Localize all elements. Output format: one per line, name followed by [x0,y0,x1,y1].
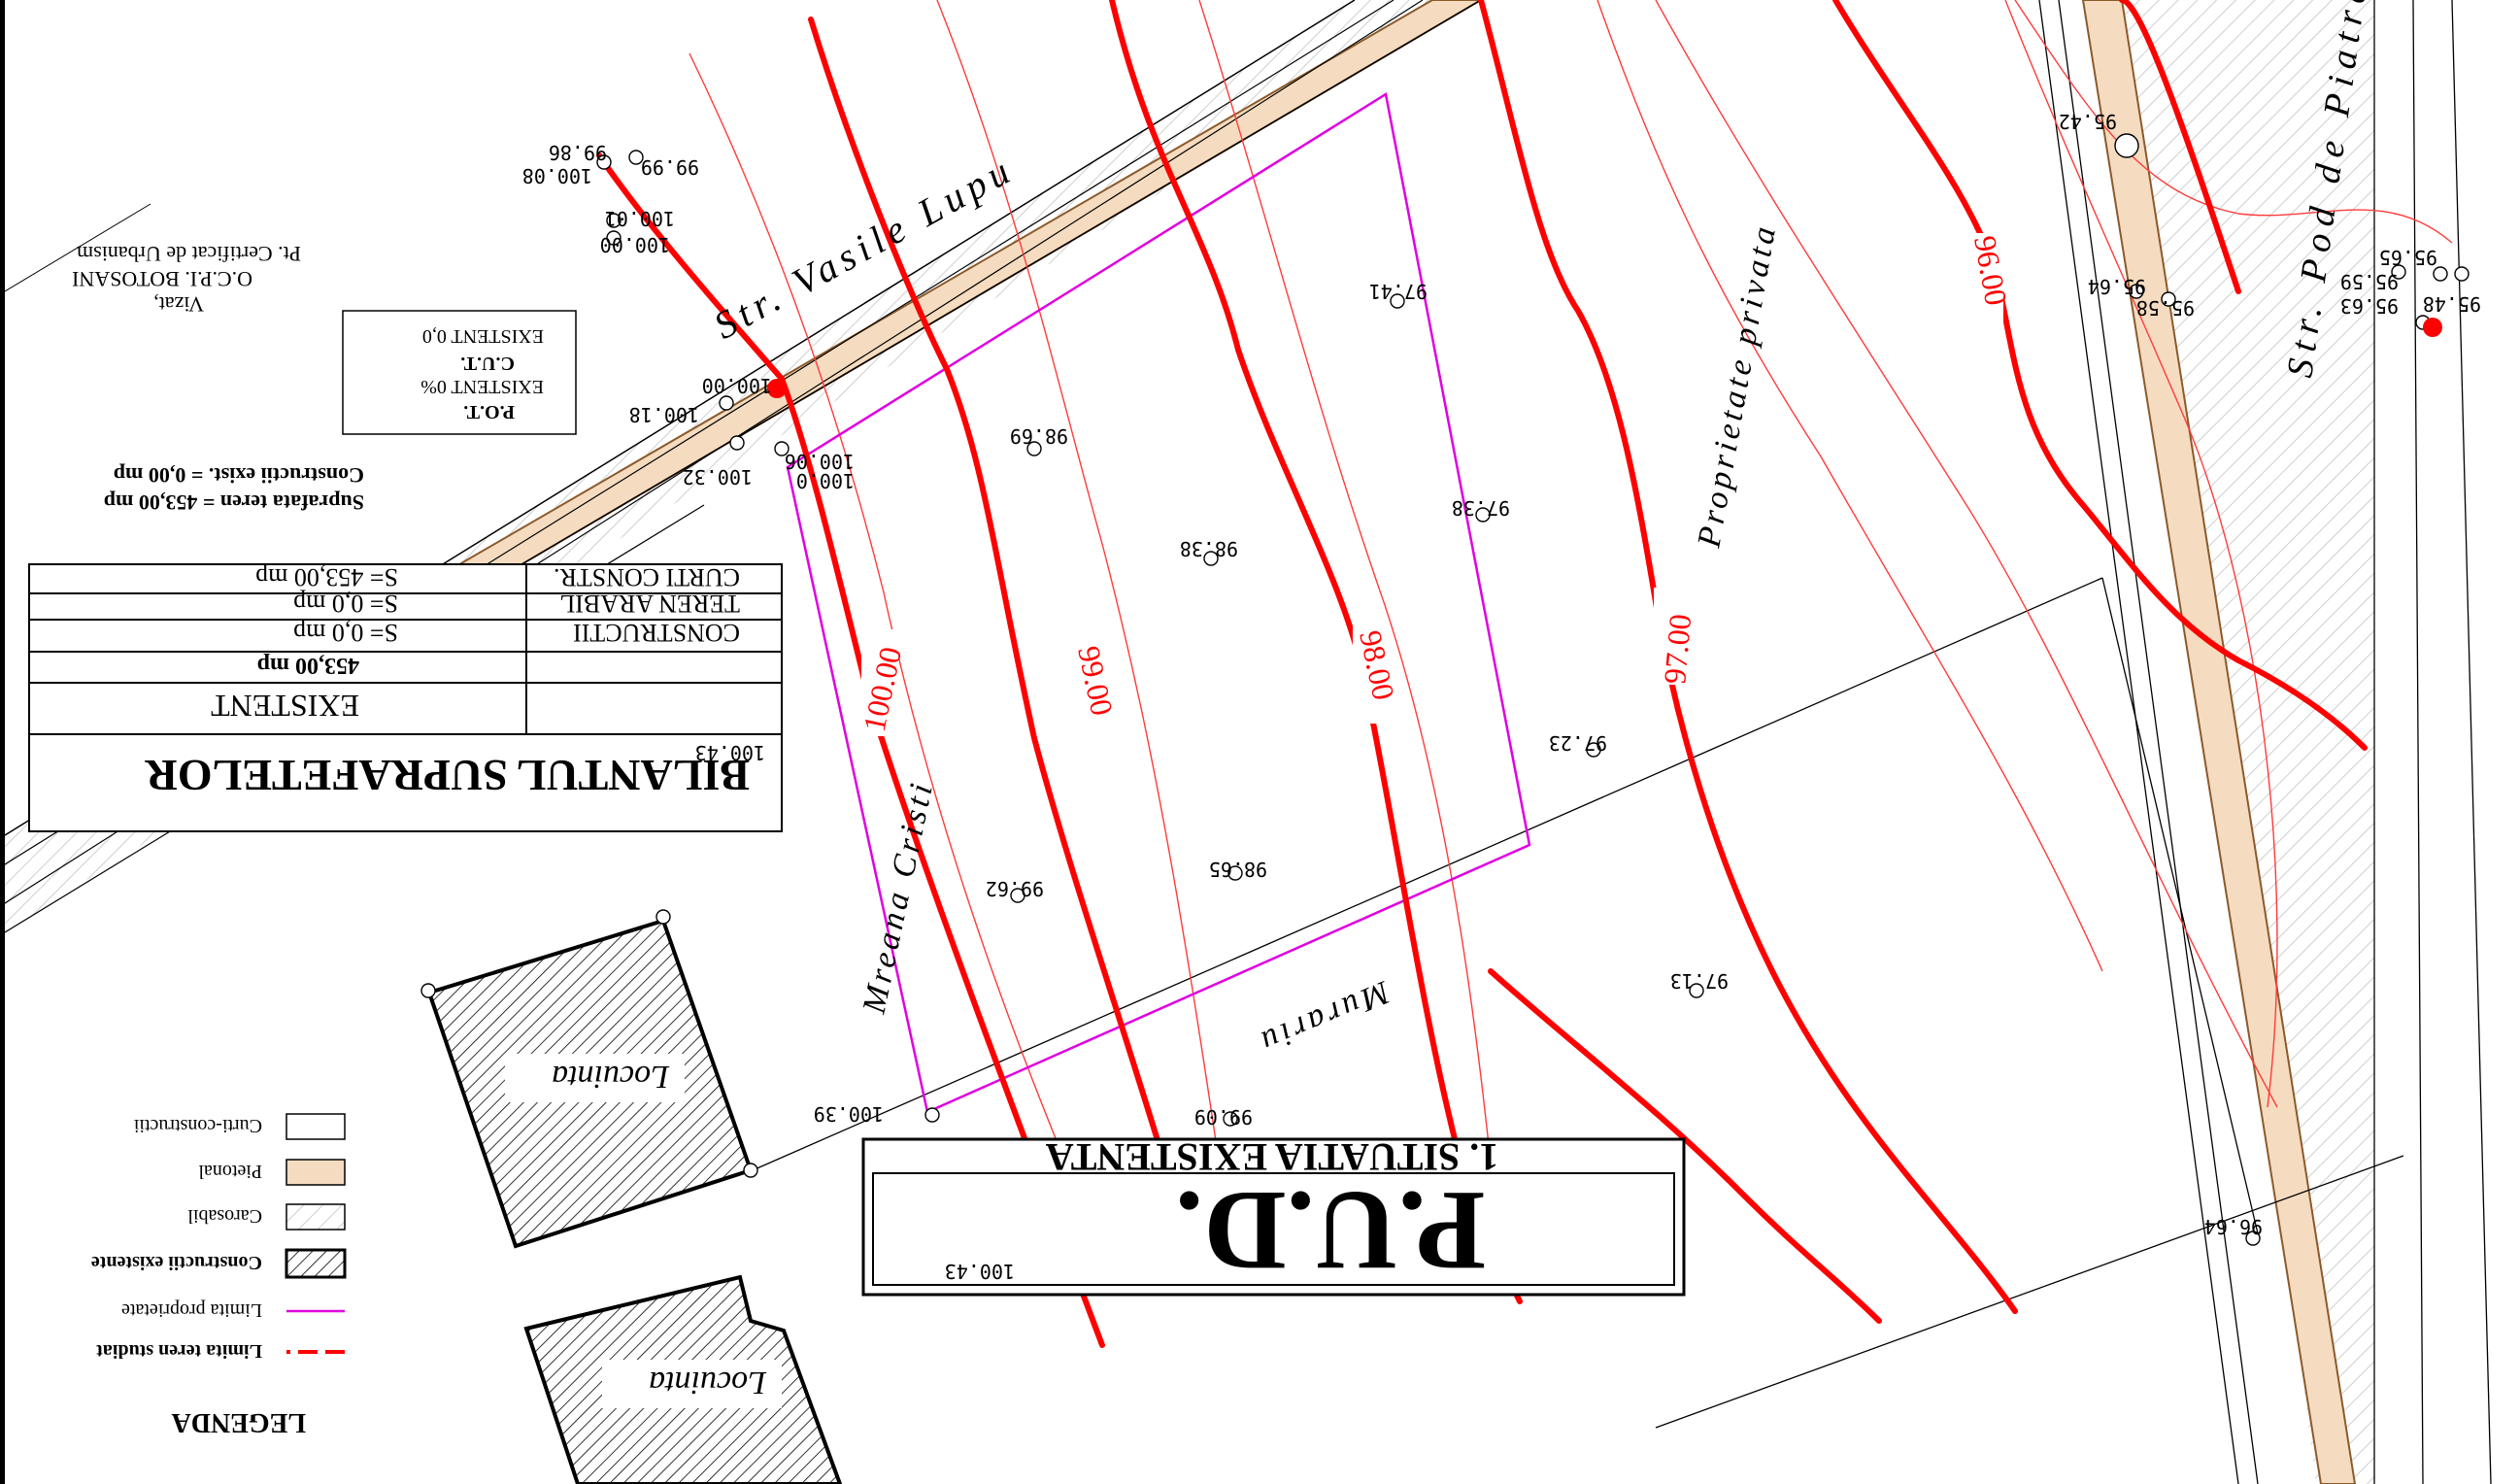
project-title: P.U.D. [1175,1167,1486,1295]
balance-row-label: TEREN ARABIL [559,590,740,618]
approval-line: Vizat, [153,292,204,317]
neighbor-label-east: Proprietate privata [1691,220,1783,551]
elevation-label: 97.23 [1549,731,1607,755]
balance-row-value: S= 453,00 mp [255,563,398,591]
balance-row-value: S= 0,0 mp [293,619,398,647]
elevation-labels: 99.86 99.99 100.08 100.01 100.00 100.00 … [522,110,2481,1283]
approval-note: Vizat, O.C.P.I. BOTOSANI Pt. Certificat … [72,242,301,317]
property-limit [786,91,1531,1114]
elevation-label: 95.63 [2340,294,2399,318]
elevation-label: 100.0 [796,469,855,492]
elevation-label: 98.65 [1209,858,1267,881]
elevation-label: 100.39 [814,1102,884,1126]
elevation-label: 95.64 [2088,275,2146,298]
balance-table: BILANTUL SUPRAFETELOR EXISTENT 453,00 mp… [28,563,783,832]
survey-points [420,133,2470,1287]
elevation-label: 99.86 [549,141,607,164]
building-labels: Locuinta Locuinta [552,1059,767,1400]
elevation-label: 98.69 [1010,424,1068,448]
plan-drawing: P.U.D. 1. SITUATIA EXISTENTA BILANTUL SU… [5,0,2492,1484]
area-teren: Suprafata teren = 453,00 mp [104,490,364,515]
neighbor-label-west: Mreana Cristi [856,777,940,1018]
balance-row-value: S= 0,0 mp [293,590,398,618]
elevation-label: 95.59 [2340,270,2399,293]
indices-box: P.O.T. EXISTENT 0% C.U.T. EXISTENT 0,0 [342,310,577,435]
elevation-label: 100.43 [945,1260,1015,1283]
area-constructii: Constructii exist. = 0,00 mp [114,463,364,488]
title-block: P.U.D. 1. SITUATIA EXISTENTA [861,1135,1686,1297]
street-pod-de-piatra [2038,0,2492,1484]
elevation-label: 100.18 [629,403,699,426]
elevation-label: 95.48 [2423,292,2481,316]
sheet-title: 1. SITUATIA EXISTENTA [1046,1135,1499,1179]
hydrant-markers [767,318,2442,398]
pot-label: P.O.T. [463,401,515,422]
existing-buildings [426,918,843,1484]
legend-label: Limita proprietate [121,1299,262,1321]
cut-label: C.U.T. [460,353,515,374]
minor-contours [689,0,2453,1293]
legend-swatch-yard [286,1113,346,1140]
cut-value: EXISTENT 0,0 [422,325,544,347]
elevation-label: 97.13 [1670,969,1729,993]
contour-label: 97.00 [1657,613,1697,686]
approval-line: O.C.P.I. BOTOSANI [72,267,252,291]
legend-swatch-road [286,1203,346,1231]
elevation-label: 97.38 [1452,496,1510,520]
balance-header: EXISTENT [211,689,359,724]
legend-label: Carosabil [187,1205,262,1227]
rotated-annotations: P.U.D. 1. SITUATIA EXISTENTA BILANTUL SU… [28,110,2481,1437]
balance-total: 453,00 mp [257,653,359,678]
balance-title: BILANTUL SUPRAFETELOR [145,751,750,800]
area-summary: Suprafata teren = 453,00 mp Constructii … [104,463,364,515]
elevation-label: 100.00 [600,233,670,256]
elevation-label: 100.43 [695,741,765,764]
legend-swatch-buildings [285,1248,347,1279]
building-label: Locuinta [649,1365,767,1400]
elevation-label: 99.09 [1194,1105,1253,1129]
elevation-label: 100.08 [522,164,592,187]
neighbor-labels: Mreana Cristi Murariu Proprietate privat… [856,220,1783,1062]
elevation-label: 99.99 [641,155,699,179]
elevation-label: 95.42 [2059,110,2117,133]
legend-label: Pietonal [198,1161,262,1182]
legend-swatch-sidewalk [286,1159,346,1186]
elevation-label: 100.01 [605,207,675,230]
building-label: Locuinta [552,1059,670,1095]
legend-label: Curti-constructii [133,1115,262,1136]
approval-line: Pt. Certificat de Urbanism [77,242,301,266]
cadastral-lines [752,577,2404,1429]
elevation-label: 97.41 [1369,280,1428,303]
legend-title: LEGENDA [171,1407,306,1437]
pot-value: EXISTENT 0% [420,376,544,397]
elevation-label: 100.32 [683,465,753,489]
elevation-label: 96.64 [2204,1215,2263,1238]
legend: LEGENDA Limita teren studiat Limita prop… [91,1113,347,1437]
balance-row-label: CURTI CONSTR. [554,563,740,591]
legend-label: Limita teren studiat [96,1340,262,1362]
elevation-label: 100.06 [785,450,855,473]
neighbor-label-south: Murariu [1253,973,1395,1061]
elevation-label: 100.00 [702,374,772,397]
elevation-label: 99.62 [986,877,1044,900]
legend-label: Constructii existente [91,1252,262,1273]
contour-labels: 100.00 99.00 98.00 97.00 96.00 [857,233,2014,743]
balance-row-label: CONSTRUCTII [573,619,740,647]
elevation-label: 98.38 [1180,537,1238,560]
elevation-label: 95.58 [2136,296,2195,320]
elevation-label: 95.65 [2379,246,2437,269]
